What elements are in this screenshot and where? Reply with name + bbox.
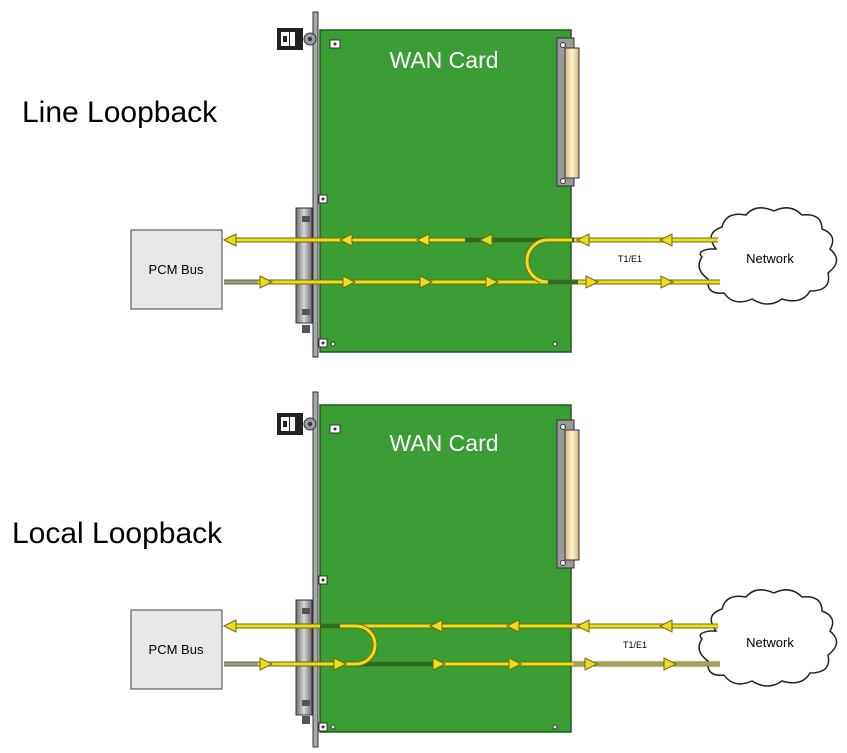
ejector-latch [277, 413, 341, 435]
arrow-icon [222, 233, 675, 289]
pcm-bus-label: PCM Bus [149, 262, 204, 277]
card-edge-connector [556, 419, 580, 569]
loopback-title: Local Loopback [12, 517, 223, 550]
faceplate [312, 391, 319, 748]
link-label: T1/E1 [618, 254, 642, 264]
ejector-latch [277, 28, 341, 50]
wan-card-body [319, 29, 572, 353]
arrow-icon [222, 619, 678, 671]
link-label: T1/E1 [623, 640, 647, 650]
local-loopback-panel: Local Loopback WAN Card [12, 391, 838, 748]
wan-card-body [319, 404, 572, 733]
wan-card-label: WAN Card [389, 430, 498, 456]
pcm-bus-box [130, 229, 223, 310]
network-label: Network [746, 635, 794, 650]
wan-card-label: WAN Card [389, 47, 498, 73]
card-edge-connector [556, 37, 580, 187]
pcm-bus-label: PCM Bus [149, 642, 204, 657]
line-loopback-panel: Line Loopback WAN Card [22, 11, 838, 358]
front-connector [295, 599, 313, 724]
faceplate [312, 11, 319, 358]
network-label: Network [746, 251, 794, 266]
front-connector [295, 207, 313, 333]
pcm-bus-box [130, 609, 223, 690]
loopback-title: Line Loopback [22, 96, 218, 129]
